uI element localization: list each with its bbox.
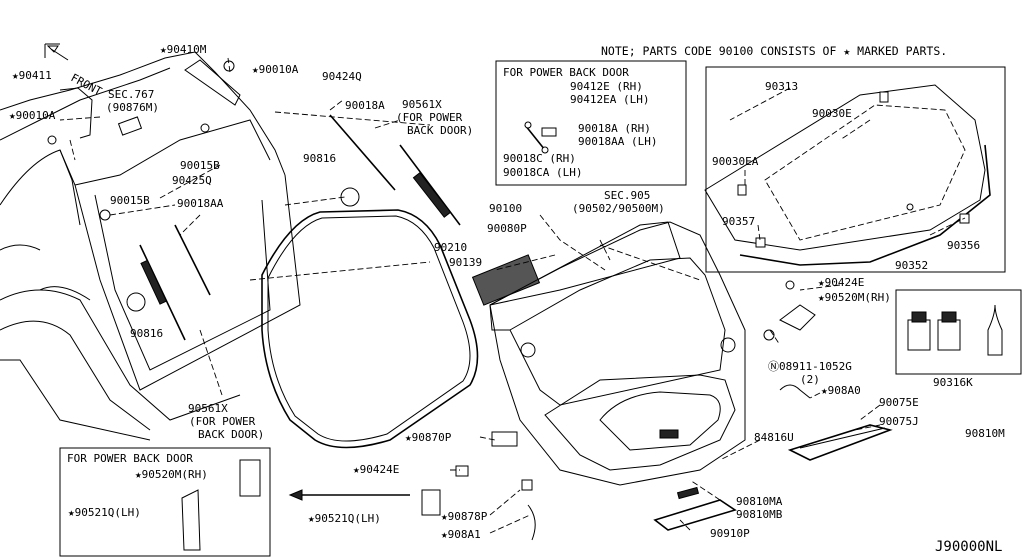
weatherstrip-seal [261,209,479,449]
label-90075e: 90075E [879,396,919,409]
inset-box [59,447,271,557]
label-90139: 90139 [449,256,482,269]
label-90425q: 90425Q [172,174,212,187]
label-90080p: 90080P [487,222,527,235]
label-90313: 90313 [765,80,798,93]
pbd-label-90018a: 90018A (RH) [578,122,651,135]
label-90030e: 90030E [812,107,852,120]
inset-parts [181,459,261,551]
label-90502: (90502/90500M) [572,202,665,215]
label-for-power-bottom: (FOR POWER [189,415,256,428]
pbd-label-90412ea: 90412EA (LH) [570,93,649,106]
label-90870p: ★90870P [405,431,452,444]
label-84816u: 84816U [754,431,794,444]
label-90424q: 90424Q [322,70,362,83]
label-90910p: 90910P [710,527,750,540]
label-90075j: 90075J [879,415,919,428]
label-back-door-bottom: BACK DOOR) [198,428,264,441]
label-908a1: ★908A1 [441,528,481,541]
vehicle-body-outline [0,51,301,441]
label-90411: ★90411 [12,69,52,82]
pbd-label-90018c: 90018C (RH) [503,152,576,165]
label-90424e-right: ★90424E [818,276,864,289]
label-90100: 90100 [489,202,522,215]
label-90878p: ★90878P [441,510,488,523]
label-qty-2: (2) [800,373,820,386]
label-90018a: 90018A [345,99,385,112]
body-small-parts [47,60,461,341]
label-90816-lower: 90816 [130,327,163,340]
label-08911: Ⓝ08911-1052G [768,360,852,373]
label-90015b-upper: 90015B [180,159,220,172]
label-sec905: SEC.905 [604,189,650,202]
inset-box-title: FOR POWER BACK DOOR [67,452,193,465]
label-90352: 90352 [895,259,928,272]
label-90561x-top: 90561X [402,98,442,111]
leader-lines [59,57,966,534]
back-door-panel [471,221,746,486]
label-90816-upper: 90816 [303,152,336,165]
label-for-power-top: (FOR POWER [396,111,463,124]
pbd-label-90412e: 90412E (RH) [570,80,643,93]
label-908a0: ★908A0 [821,384,861,397]
pbd-label-90018aa: 90018AA (LH) [578,135,657,148]
label-90356: 90356 [947,239,980,252]
label-90810m: 90810M [965,427,1005,440]
pbd-box-title: FOR POWER BACK DOOR [503,66,629,79]
label-90030ea: 90030EA [712,155,759,168]
label-90520m-rh: ★90520M(RH) [818,291,891,304]
label-90810mb: 90810MB [736,508,783,521]
diagram-code: J90000NL [935,539,1002,555]
label-90010a-top: ★90010A [252,63,299,76]
parts-note: NOTE; PARTS CODE 90100 CONSISTS OF ★ MAR… [601,44,947,58]
pbd-label-90018ca: 90018CA (LH) [503,166,582,179]
label-90210: 90210 [434,241,467,254]
label-90018aa: 90018AA [177,197,224,210]
label-90316k: 90316K [933,376,973,389]
front-arrow: FRONT [44,43,105,98]
label-90561x-bottom: 90561X [188,402,228,415]
front-label: FRONT [69,71,105,98]
label-90876m: (90876M) [106,101,159,114]
inset-label-90521q: ★90521Q(LH) [68,506,141,519]
label-90015b-lower: 90015B [110,194,150,207]
back-door-glass [704,84,991,266]
label-90521q-lh: ★90521Q(LH) [308,512,381,525]
label-90424e-left: ★90424E [353,463,399,476]
label-90357: 90357 [722,215,755,228]
pbd-box-parts [524,121,557,154]
label-90410m: ★90410M [160,43,207,56]
label-90010a-left: ★90010A [9,109,56,122]
glass-box [705,66,1006,273]
label-back-door-top: BACK DOOR) [407,124,473,137]
label-sec767: SEC.767 [108,88,154,101]
lower-right-parts [288,280,893,541]
label-90810ma: 90810MA [736,495,783,508]
sealant-bottles [907,304,1003,356]
inset-label-90520m: ★90520M(RH) [135,468,208,481]
